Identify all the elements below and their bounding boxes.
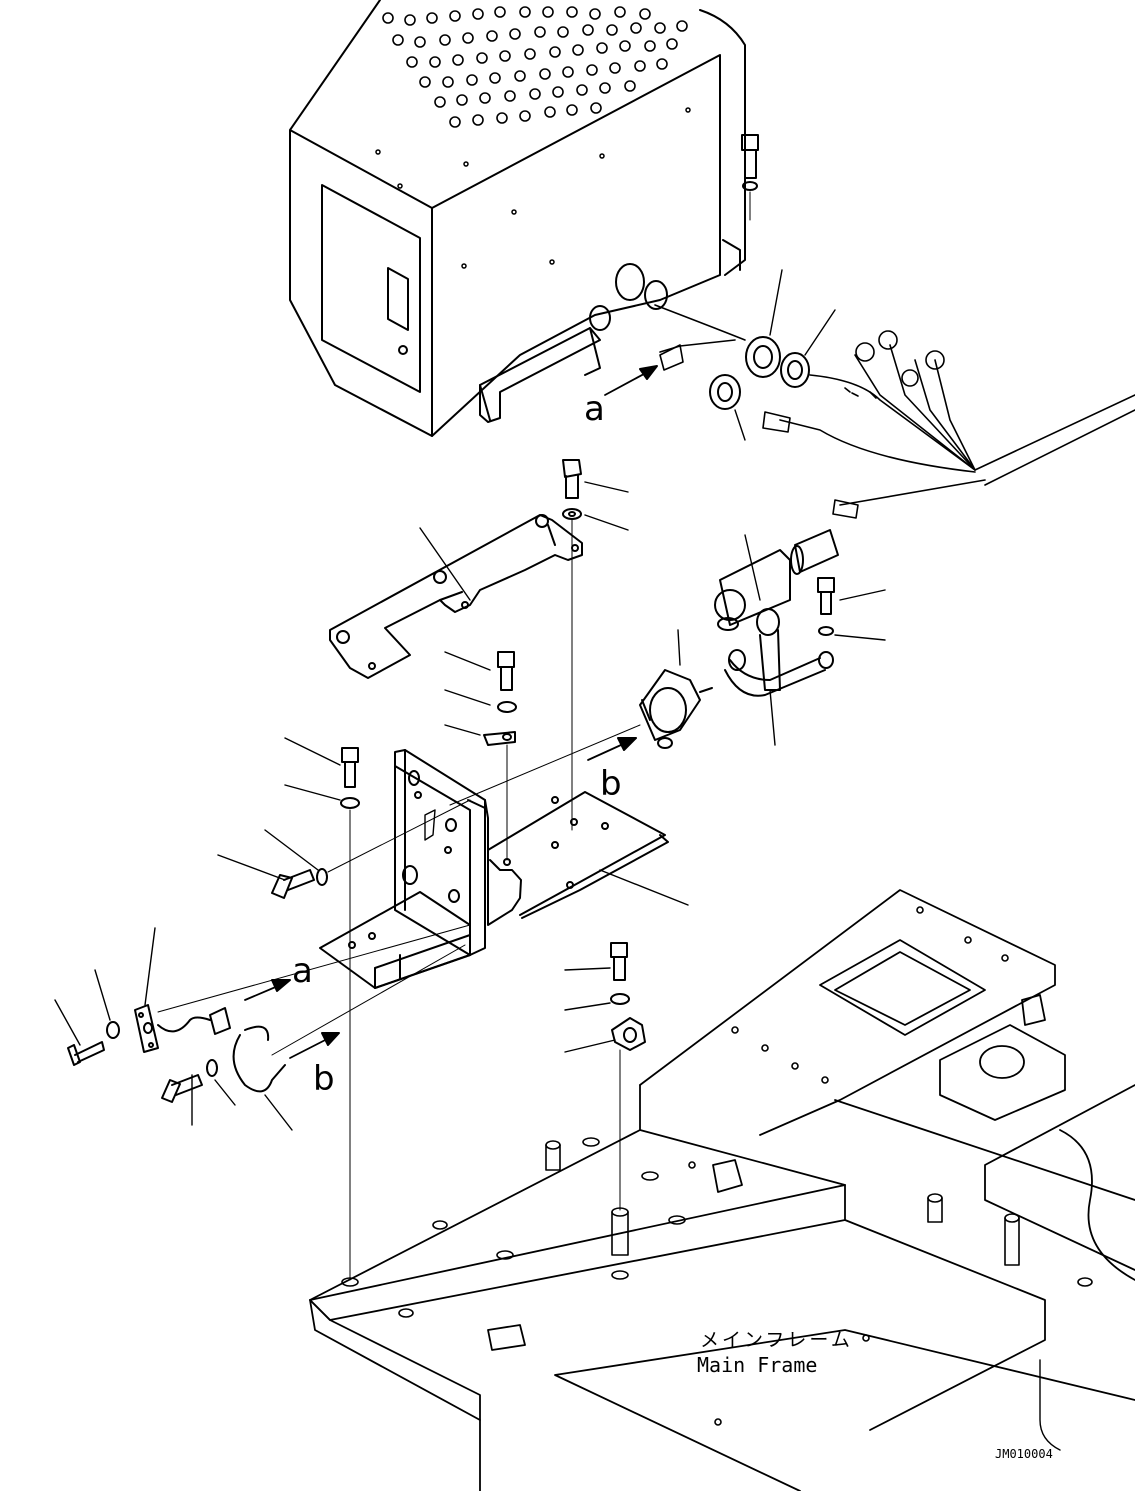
- frame-bosses: [341, 906, 1093, 1426]
- arrow-a-upper: [604, 365, 658, 396]
- grommets: [709, 336, 810, 410]
- mid-bolt-stack: [444, 651, 517, 861]
- connector-plate: [54, 924, 471, 1066]
- arrow-a-lower: [244, 979, 291, 1001]
- callout-a-lower: a: [292, 951, 313, 991]
- callout-b-upper: b: [600, 764, 622, 804]
- wire-harness: [654, 304, 1135, 519]
- axis-line-b: [449, 724, 641, 806]
- callout-a-upper: a: [584, 389, 605, 429]
- main-bracket: [319, 749, 689, 989]
- left-bolt-vertical: [284, 737, 360, 1281]
- upper-bracket: [329, 514, 583, 679]
- clamp-and-bolt: [564, 942, 646, 1211]
- frame-label-english: Main Frame: [697, 1353, 817, 1377]
- bracket-bolt: [562, 459, 629, 831]
- switch-assembly: [639, 529, 886, 749]
- leader-lines-top: [734, 269, 836, 441]
- callout-b-lower: b: [313, 1059, 335, 1099]
- battery-box: [289, 0, 746, 437]
- arrow-b-upper: [587, 737, 637, 761]
- main-frame: [309, 889, 1135, 1491]
- drawing-code: JM010004: [995, 1447, 1053, 1461]
- top-bolt: [741, 134, 759, 221]
- perforation-holes: [382, 6, 688, 128]
- frame-label-japanese: メインフレーム: [700, 1329, 853, 1351]
- left-bolt-horizontal: [217, 799, 471, 899]
- lower-bolt-strap: [161, 944, 466, 1131]
- arrow-b-lower: [289, 1032, 340, 1059]
